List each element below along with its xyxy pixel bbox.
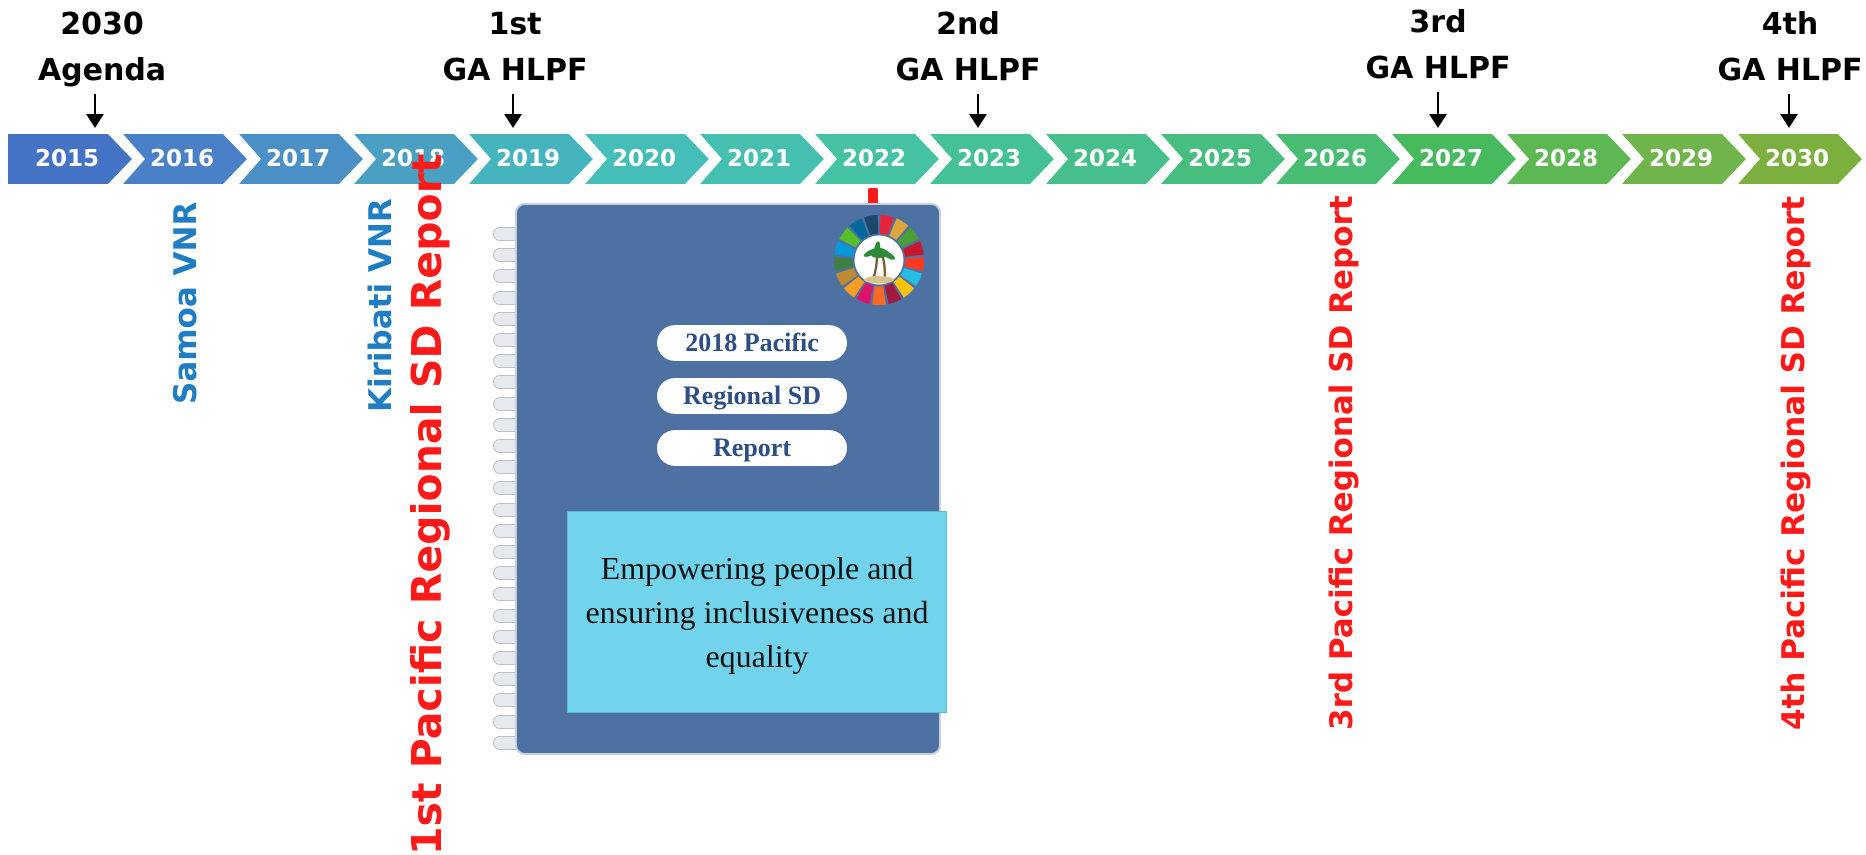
book-title-line: Regional SD — [657, 378, 847, 414]
year-chevron-2018: 2018 — [354, 134, 478, 184]
chevron-shape — [1507, 134, 1631, 184]
year-label: 2029 — [1648, 146, 1713, 172]
year-label: 2022 — [841, 146, 906, 172]
sdg-wheel-icon — [833, 214, 925, 306]
arrow-down-icon — [1780, 94, 1798, 128]
milestone-2nd-ga-hlpf: 2nd GA HLPF — [893, 2, 1043, 94]
year-label: 2019 — [495, 146, 560, 172]
year-label: 2023 — [956, 146, 1021, 172]
year-label: 2025 — [1187, 146, 1252, 172]
year-label: 2020 — [611, 146, 676, 172]
chevron-shape — [8, 134, 132, 184]
year-label: 2015 — [34, 146, 99, 172]
milestone-3rd-ga-hlpf: 3rd GA HLPF — [1363, 0, 1513, 92]
year-label: 2028 — [1533, 146, 1598, 172]
year-chevron-2020: 2020 — [585, 134, 709, 184]
hidden-label-fragment — [868, 188, 878, 208]
kiribati-vnr-label: Kiribati VNR — [363, 198, 399, 412]
sdg-wheel-segment — [872, 286, 886, 306]
chevron-shape — [123, 134, 247, 184]
arrow-down-icon — [969, 94, 987, 128]
milestone-line2: GA HLPF — [1717, 53, 1863, 88]
year-label: 2018 — [380, 146, 445, 172]
report-1st-label: 1st Pacific Regional SD Report — [403, 153, 451, 855]
milestone-line2: Agenda — [37, 53, 167, 88]
year-chevron-2028: 2028 — [1507, 134, 1631, 184]
milestone-line1: 2nd — [936, 7, 1000, 42]
year-chevron-2026: 2026 — [1276, 134, 1400, 184]
milestone-line2: GA HLPF — [442, 53, 588, 88]
year-chevron-2023: 2023 — [930, 134, 1054, 184]
sdg-wheel-segment — [863, 214, 879, 236]
sdg-wheel-segment — [849, 218, 869, 241]
chevron-shape — [239, 134, 363, 184]
arrow-down-icon — [504, 94, 522, 128]
milestone-line1: 3rd — [1409, 5, 1467, 40]
samoa-vnr-label: Samoa VNR — [168, 201, 204, 404]
milestone-1st-ga-hlpf: 1st GA HLPF — [440, 2, 590, 94]
sdg-wheel-segment — [884, 282, 902, 305]
chevron-shape — [1161, 134, 1285, 184]
year-chevron-2021: 2021 — [700, 134, 824, 184]
year-label: 2030 — [1764, 146, 1829, 172]
year-label: 2021 — [726, 146, 791, 172]
sdg-wheel-segment — [900, 267, 923, 287]
year-chevron-2019: 2019 — [469, 134, 593, 184]
sdg-wheel-segment — [843, 276, 865, 298]
report-4th-label: 4th Pacific Regional SD Report — [1776, 196, 1812, 730]
year-chevron-2030: 2030 — [1738, 134, 1862, 184]
year-chevron-2015: 2015 — [8, 134, 132, 184]
chevron-shape — [585, 134, 709, 184]
milestone-2030-agenda: 2030 Agenda — [30, 2, 174, 94]
report-3rd-label: 3rd Pacific Regional SD Report — [1324, 195, 1360, 730]
year-label: 2026 — [1302, 146, 1367, 172]
milestone-line2: GA HLPF — [895, 53, 1041, 88]
chevron-shape — [354, 134, 478, 184]
sdg-wheel-segment — [835, 267, 858, 287]
year-chevron-2029: 2029 — [1622, 134, 1746, 184]
year-chevron-2027: 2027 — [1392, 134, 1516, 184]
chevron-shape — [1046, 134, 1170, 184]
sdg-wheel-segment — [904, 257, 925, 272]
arrow-down-icon — [86, 94, 104, 128]
sdg-wheel-segment — [839, 227, 861, 248]
milestone-line1: 4th — [1761, 7, 1819, 42]
milestone-line2: GA HLPF — [1365, 51, 1511, 86]
milestone-4th-ga-hlpf: 4th GA HLPF — [1715, 2, 1865, 94]
sdg-wheel-segment — [889, 218, 909, 241]
milestone-line1: 1st — [488, 7, 542, 42]
chevron-shape — [1738, 134, 1862, 184]
year-label: 2024 — [1072, 146, 1137, 172]
sdg-wheel-segment — [893, 276, 915, 298]
book-title-line: Report — [657, 430, 847, 466]
chevron-shape — [1392, 134, 1516, 184]
sdg-wheel-segment — [902, 241, 924, 257]
book-tagline: Empowering people and ensuring inclusive… — [567, 511, 947, 713]
year-label: 2027 — [1418, 146, 1483, 172]
sdg-wheel-segment — [833, 257, 854, 272]
milestone-line1: 2030 — [60, 7, 144, 42]
chevron-shape — [930, 134, 1054, 184]
sdg-wheel-segment — [856, 282, 874, 305]
chevron-shape — [815, 134, 939, 184]
sdg-wheel-segment — [879, 214, 895, 236]
year-chevron-2024: 2024 — [1046, 134, 1170, 184]
chevron-shape — [700, 134, 824, 184]
chevron-shape — [1276, 134, 1400, 184]
year-chevron-2022: 2022 — [815, 134, 939, 184]
book-title-line: 2018 Pacific — [657, 325, 847, 361]
year-label: 2016 — [149, 146, 214, 172]
arrow-down-icon — [1429, 92, 1447, 128]
book-cover: 2018 Pacific Regional SD Report Empoweri… — [515, 203, 947, 755]
sdg-wheel-segment — [834, 241, 856, 257]
year-chevron-2025: 2025 — [1161, 134, 1285, 184]
palm-tree-icon — [863, 241, 896, 284]
report-book: 2018 Pacific Regional SD Report Empoweri… — [493, 203, 947, 755]
chevron-shape — [1622, 134, 1746, 184]
year-chevron-2016: 2016 — [123, 134, 247, 184]
sdg-wheel-segment — [897, 227, 919, 248]
chevron-shape — [469, 134, 593, 184]
year-chevron-2017: 2017 — [239, 134, 363, 184]
year-label: 2017 — [265, 146, 330, 172]
